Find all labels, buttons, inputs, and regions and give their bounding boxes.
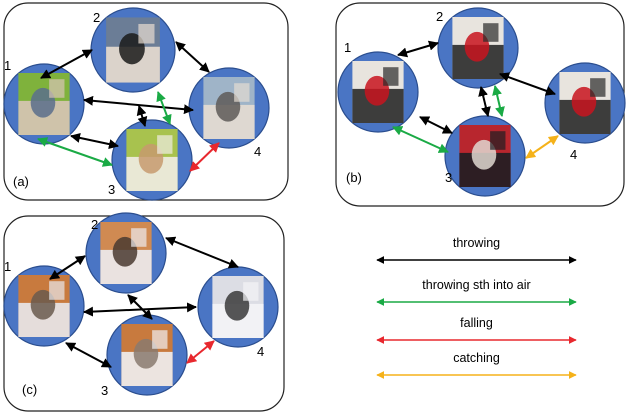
video-frame-thumbnail — [121, 324, 173, 386]
state-node: 4 — [544, 62, 626, 162]
transition-arrow-throwing — [478, 86, 491, 117]
transition-arrow-throwing — [40, 49, 93, 79]
panels: 1 2 3 4 (a) 1 2 3 4 (b) 1 2 3 4 (c) — [3, 2, 626, 412]
state-node: 4 — [188, 67, 270, 159]
state-number-label: 2 — [93, 10, 100, 25]
panel-2: 1 2 3 4 (b) — [335, 2, 626, 207]
legend-entry: falling — [376, 316, 577, 344]
transition-arrow-throwing — [127, 294, 153, 320]
video-frame-thumbnail — [559, 72, 611, 134]
state-node: 3 — [108, 119, 193, 201]
legend-entry: throwing — [376, 236, 577, 264]
panel-label: (a) — [13, 174, 29, 189]
legend-label: falling — [460, 316, 493, 330]
legend: throwing throwing sth into air falling catc… — [376, 236, 577, 379]
transition-arrow-throwing — [397, 40, 439, 58]
state-node: 3 — [444, 115, 526, 197]
legend-entry: throwing sth into air — [376, 278, 577, 306]
transition-arrow-throwing — [83, 95, 194, 115]
video-frame-thumbnail — [212, 276, 264, 338]
video-frame-thumbnail — [18, 275, 70, 337]
video-frame-thumbnail — [203, 77, 255, 139]
state-node: 1 — [337, 40, 419, 133]
state-number-label: 2 — [91, 217, 98, 232]
legend-label: throwing — [453, 236, 500, 250]
transition-arrow-throwing-sth-into-air — [156, 91, 172, 125]
state-node: 2 — [90, 7, 176, 93]
video-frame-thumbnail — [459, 125, 511, 187]
transition-arrow-throwing-sth-into-air — [37, 137, 113, 167]
transition-arrow-throwing — [136, 105, 148, 127]
transition-arrow-throwing — [175, 41, 210, 73]
state-node: 2 — [85, 212, 167, 294]
state-number-label: 3 — [101, 383, 108, 398]
state-number-label: 4 — [570, 147, 577, 162]
panel-label: (c) — [22, 382, 37, 397]
transition-arrow-falling — [186, 340, 215, 364]
panel-label: (b) — [346, 170, 362, 185]
transition-arrow-throwing — [49, 255, 86, 280]
state-number-label: 1 — [344, 40, 351, 55]
state-number-label: 3 — [108, 182, 115, 197]
state-number-label: 3 — [445, 170, 452, 185]
video-frame-thumbnail — [100, 222, 152, 284]
panel-3: 1 2 3 4 (c) — [3, 212, 285, 412]
state-node: 3 — [101, 314, 188, 398]
state-number-label: 4 — [257, 344, 264, 359]
legend-label: catching — [453, 351, 500, 365]
state-number-label: 1 — [4, 259, 11, 274]
transition-arrow-falling — [189, 142, 220, 172]
transition-arrow-throwing — [65, 342, 112, 368]
legend-label: throwing sth into air — [422, 278, 530, 292]
state-number-label: 4 — [254, 144, 261, 159]
transition-arrow-throwing — [499, 72, 556, 96]
state-node: 4 — [197, 266, 279, 359]
legend-entry: catching — [376, 351, 577, 379]
transition-arrow-throwing-sth-into-air — [492, 85, 505, 117]
state-node: 2 — [436, 7, 519, 89]
transition-arrow-throwing — [165, 236, 239, 269]
state-number-label: 2 — [436, 9, 443, 24]
state-number-label: 1 — [4, 58, 11, 73]
video-frame-thumbnail — [18, 73, 70, 135]
transition-arrow-catching — [525, 135, 559, 159]
transition-arrow-throwing-sth-into-air — [392, 126, 449, 153]
panel-1: 1 2 3 4 (a) — [3, 2, 289, 201]
video-frame-thumbnail — [452, 17, 504, 79]
video-frame-thumbnail — [106, 17, 160, 83]
video-frame-thumbnail — [352, 61, 404, 123]
state-node: 1 — [3, 259, 85, 347]
video-frame-thumbnail — [126, 129, 178, 191]
